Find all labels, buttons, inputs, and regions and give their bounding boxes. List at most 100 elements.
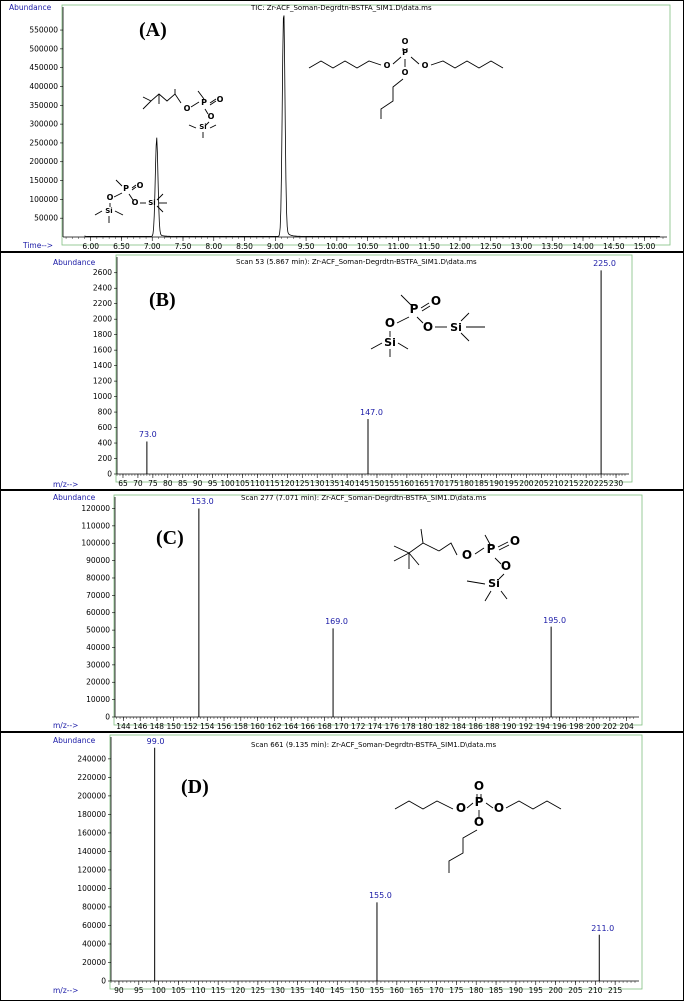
y-tick-label: 1400 — [93, 361, 112, 370]
y-tick-label: 200000 — [77, 791, 106, 800]
x-axis-label: m/z--> — [53, 480, 79, 489]
y-tick-label: 300000 — [29, 120, 58, 129]
plot-frame — [113, 494, 643, 726]
x-tick-label: 200 — [548, 986, 563, 995]
x-tick-label: 100 — [151, 986, 166, 995]
x-tick-label: 180 — [459, 479, 474, 488]
x-tick-label: 175 — [449, 986, 464, 995]
x-tick-label: 170 — [430, 479, 445, 488]
chart-title: Scan 661 (9.135 min): Zr-ACF_Soman-Degrd… — [251, 741, 497, 749]
bond — [142, 93, 182, 104]
x-tick-label: 145 — [355, 479, 370, 488]
y-tick-label: 150000 — [29, 176, 58, 185]
x-tick-label: 135 — [290, 986, 305, 995]
x-tick-label: 150 — [350, 986, 365, 995]
peak-label: 73.0 — [138, 430, 157, 440]
y-tick-label: 1800 — [93, 330, 112, 339]
x-tick-label: 14.50 — [603, 242, 625, 251]
x-tick-label: 9.00 — [267, 242, 284, 251]
y-tick-label: 40000 — [86, 643, 110, 652]
y-tick-label: 40000 — [82, 939, 106, 948]
bond — [448, 829, 478, 873]
y-tick-label: 60000 — [82, 921, 106, 930]
y-tick-label: 20000 — [82, 958, 106, 967]
atom-label: Si — [199, 123, 206, 131]
y-tick-label: 50000 — [34, 214, 58, 223]
bond — [474, 547, 485, 555]
x-tick-label: 174 — [368, 722, 383, 731]
x-tick-label: 110 — [250, 479, 265, 488]
bond — [113, 192, 123, 198]
y-tick-label: 50000 — [86, 626, 110, 635]
x-tick-label: 9.50 — [298, 242, 315, 251]
peak-label: 147.0 — [360, 408, 383, 418]
x-tick-label: 190 — [509, 986, 524, 995]
x-tick-label: 220 — [579, 479, 594, 488]
y-tick-label: 450000 — [29, 63, 58, 72]
y-tick-label: 110000 — [81, 521, 110, 530]
x-tick-label: 180 — [469, 986, 484, 995]
y-tick-label: 1000 — [93, 392, 112, 401]
atom-label: Si — [450, 321, 462, 334]
bond — [393, 552, 410, 562]
y-tick-label: 120000 — [77, 865, 106, 874]
x-tick-label: 115 — [265, 479, 280, 488]
y-axis-label: Abundance — [53, 258, 96, 267]
bond — [466, 802, 474, 809]
x-tick-label: 190 — [502, 722, 517, 731]
x-tick-label: 172 — [351, 722, 366, 731]
bond — [438, 542, 458, 556]
bond — [380, 78, 404, 119]
bond — [497, 541, 509, 548]
x-tick-label: 12.50 — [480, 242, 502, 251]
atom-label: P — [410, 302, 419, 316]
x-tick-label: 140 — [310, 986, 325, 995]
bond — [494, 557, 502, 565]
x-axis-label: m/z--> — [53, 986, 79, 995]
x-tick-label: 144 — [116, 722, 131, 731]
x-tick-label: 165 — [415, 479, 430, 488]
x-tick-label: 176 — [385, 722, 400, 731]
atom-label: P — [402, 48, 408, 57]
x-tick-label: 162 — [267, 722, 282, 731]
bond — [128, 193, 134, 201]
x-tick-label: 158 — [234, 722, 249, 731]
bond — [400, 294, 412, 306]
x-tick-label: 152 — [183, 722, 198, 731]
x-tick-label: 182 — [435, 722, 450, 731]
atom-label: O — [402, 37, 409, 46]
bond — [115, 179, 123, 187]
atom-label: O — [474, 815, 484, 829]
x-tick-label: 205 — [568, 986, 583, 995]
panel-letter: (B) — [149, 289, 176, 311]
atom-label: O — [402, 68, 409, 77]
y-tick-label: 400000 — [29, 82, 58, 91]
x-tick-label: 135 — [325, 479, 340, 488]
plot-frame — [109, 734, 643, 990]
bond — [209, 98, 217, 104]
x-axis-label: m/z--> — [53, 721, 79, 730]
bond — [420, 302, 430, 309]
y-tick-label: 0 — [107, 470, 112, 479]
x-tick-label: 160 — [250, 722, 265, 731]
peak-label: 155.0 — [368, 891, 392, 901]
y-tick-label: 180000 — [77, 810, 106, 819]
y-axis-label: Abundance — [9, 3, 52, 12]
x-tick-label: 70 — [133, 479, 143, 488]
peak-label: 99.0 — [146, 736, 165, 746]
x-tick-label: 190 — [489, 479, 504, 488]
atom-label: O — [217, 95, 224, 104]
bond — [460, 312, 470, 322]
atom-label: Si — [384, 336, 396, 349]
atom-label: Si — [105, 207, 112, 215]
x-tick-label: 95 — [208, 479, 218, 488]
x-tick-label: 195 — [504, 479, 519, 488]
x-tick-label: 95 — [134, 986, 144, 995]
atom-label: O — [385, 316, 395, 330]
x-tick-label: 80 — [163, 479, 173, 488]
x-tick-label: 145 — [330, 986, 345, 995]
bond — [370, 342, 383, 350]
x-tick-label: 150 — [370, 479, 385, 488]
x-tick-label: 186 — [468, 722, 483, 731]
